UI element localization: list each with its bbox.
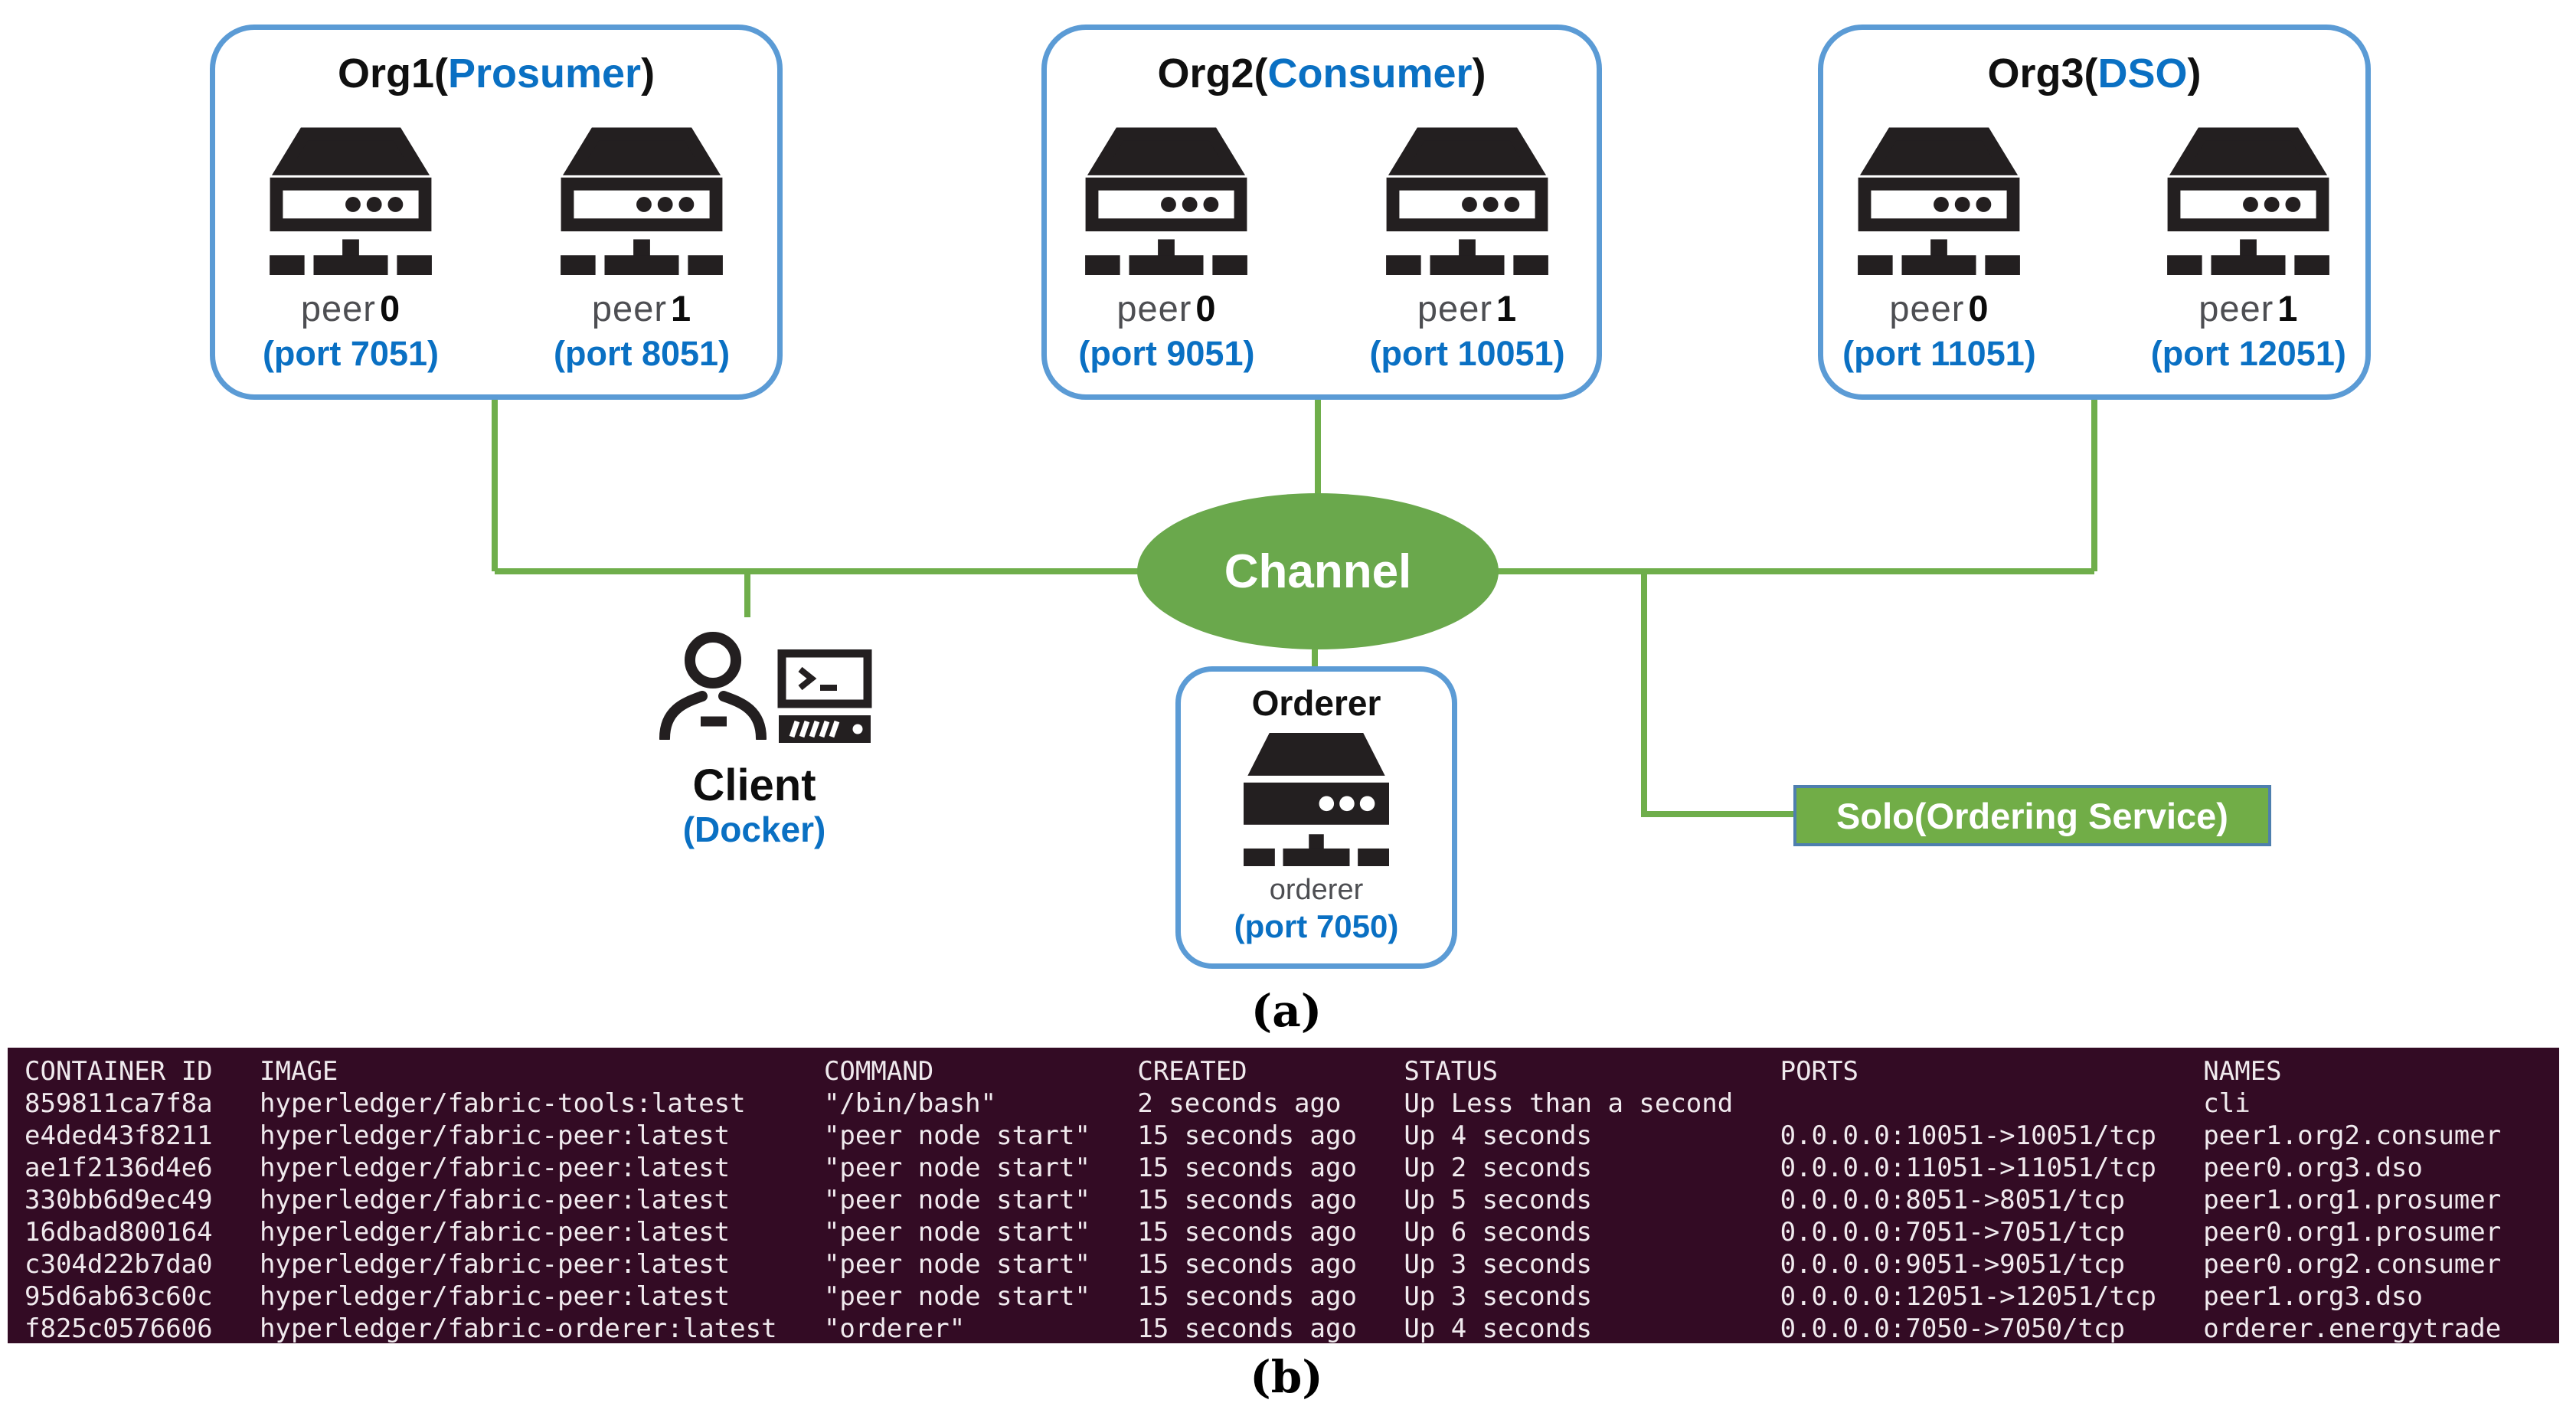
org1-role: Prosumer: [447, 51, 642, 96]
solo-label: Solo(Ordering Service): [1836, 795, 2228, 836]
peer-node-icon: [2167, 126, 2329, 275]
solo-ordering-service-box: Solo(Ordering Service): [1793, 785, 2271, 846]
peer-node-icon: [561, 126, 723, 275]
peer-port: (port 11051): [1842, 334, 2036, 373]
peer-node-icon: [270, 126, 432, 275]
orderer-title: Orderer: [1251, 683, 1381, 723]
orderer-node-label: orderer: [1269, 874, 1364, 906]
peer-port: (port 12051): [2150, 334, 2346, 373]
solo-horizontal-line: [1644, 811, 1794, 817]
terminal-output: CONTAINER ID IMAGE COMMAND CREATED STATU…: [25, 1056, 2502, 1343]
orderer-box: Orderer orderer (port 7050): [1175, 666, 1457, 969]
org3-name: Org3(: [1987, 51, 2098, 96]
org1-title: Org1(Prosumer): [338, 50, 655, 97]
client-label: Client: [692, 760, 816, 810]
peer-port: (port 9051): [1078, 334, 1255, 373]
org3-role: DSO: [2097, 51, 2188, 96]
client-person-icon: [659, 632, 767, 740]
client-terminal-icon: [777, 649, 872, 743]
panel-a-label: (a): [1250, 985, 1322, 1037]
peer-port: (port 7051): [262, 334, 439, 373]
peer-port: (port 8051): [554, 334, 731, 373]
org2-drop-line: [1315, 394, 1321, 498]
client-docker-label: (Docker): [682, 809, 826, 849]
peer-node-icon: [1858, 126, 2020, 275]
peer-node-icon: [1085, 126, 1247, 275]
orderer-node-icon: [1244, 733, 1389, 866]
org1-paren: ): [641, 51, 655, 96]
peer-node-icon: [1386, 126, 1548, 275]
org2-role: Consumer: [1267, 51, 1473, 96]
org3-drop-line: [2091, 394, 2097, 571]
org2-name: Org2(: [1157, 51, 1268, 96]
channel-label: Channel: [1224, 545, 1412, 598]
panel-b-label: (b): [1250, 1351, 1323, 1403]
org2-paren: ): [1472, 51, 1486, 96]
org3-title: Org3(DSO): [1987, 50, 2201, 97]
orderer-port: (port 7050): [1234, 908, 1399, 944]
solo-vertical-line: [1641, 573, 1647, 817]
orderer-drop-line: [1312, 648, 1318, 669]
channel-node: Channel: [1137, 493, 1499, 649]
org3-paren: ): [2187, 51, 2202, 96]
org1-drop-line: [492, 394, 498, 571]
terminal-window: CONTAINER ID IMAGE COMMAND CREATED STATU…: [8, 1048, 2559, 1343]
org2-title: Org2(Consumer): [1157, 50, 1486, 97]
peer-port: (port 10051): [1369, 334, 1565, 373]
org1-name: Org1(: [337, 51, 448, 96]
client-drop-line: [744, 573, 750, 617]
